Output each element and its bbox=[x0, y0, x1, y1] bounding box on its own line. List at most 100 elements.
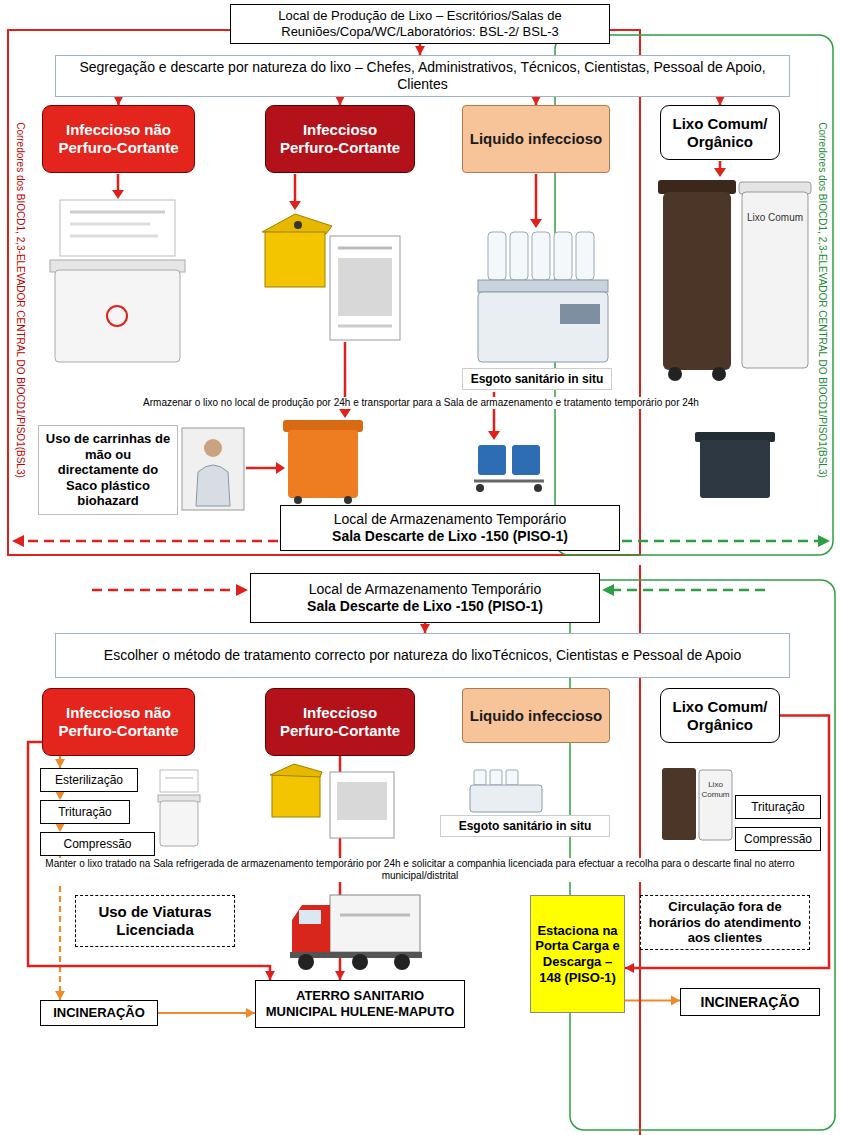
box-text: Infeccioso Perfuro-Cortante bbox=[272, 121, 408, 157]
image-arrow-part bbox=[117, 174, 120, 192]
infectious-bin-picture-part bbox=[70, 223, 150, 226]
instruction-note: Manter o lixo tratado na Sala refrigerad… bbox=[40, 858, 800, 882]
sewer-box: Esgoto sanitário in situ bbox=[462, 368, 612, 390]
instruction-sheet-picture-part bbox=[330, 236, 400, 340]
treatment-step-box: Esterilização bbox=[40, 768, 138, 792]
biohazard-container-picture-part bbox=[294, 496, 302, 504]
arrow-head bbox=[55, 791, 65, 800]
infectious-bin-picture-part bbox=[107, 306, 127, 326]
box-text: Trituração bbox=[751, 800, 805, 814]
landfill-box: ATERRO SANITARIO MUNICIPAL HULENE-MAPUTO bbox=[255, 980, 465, 1028]
flow-connector bbox=[531, 96, 541, 105]
instruction-sheet-picture-part bbox=[338, 247, 392, 250]
dashed-route-arrow-part bbox=[602, 584, 614, 596]
image-arrow-part bbox=[535, 174, 538, 221]
protective-clothing-photo-part bbox=[204, 439, 222, 457]
corridor-label: Corredores dos BIOCD1, 2,3-ELEVADOR CENT… bbox=[14, 70, 26, 530]
box-text: Estaciona na Porta Carga e Descarga – 14… bbox=[535, 923, 620, 985]
liquid-processor-picture-part bbox=[478, 280, 608, 292]
arrow-head bbox=[671, 996, 680, 1006]
sharps-container-picture-part bbox=[262, 214, 332, 234]
waste-category-box: Infeccioso Perfuro-Cortante bbox=[265, 688, 415, 756]
connector-line bbox=[625, 716, 829, 969]
truck-picture-part bbox=[298, 954, 314, 970]
container-bin-picture-part bbox=[700, 440, 770, 498]
box-text: Lixo Comum/ Orgânico bbox=[667, 698, 773, 734]
box-text: Lixo Comum/ Orgânico bbox=[667, 115, 773, 151]
box-text: INCINERAÇÃO bbox=[53, 1005, 145, 1021]
box-text: Infeccioso Perfuro-Cortante bbox=[272, 704, 408, 740]
bucket-trolley-picture-part bbox=[512, 445, 540, 475]
arrow-head bbox=[55, 759, 65, 768]
box-text: ATERRO SANITARIO MUNICIPAL HULENE-MAPUTO bbox=[261, 988, 459, 1019]
truck-picture-part bbox=[292, 905, 330, 955]
transport-box: Uso de carrinhas de mão ou directamente … bbox=[38, 425, 178, 515]
arrow-head bbox=[114, 96, 124, 105]
box-text: Esgoto sanitário in situ bbox=[471, 372, 604, 386]
biohazard-container-picture-part bbox=[344, 496, 352, 504]
treatment-step-box: Trituração bbox=[40, 800, 130, 824]
storage-room-box: Local de Armazenamento TemporárioSala De… bbox=[280, 505, 620, 551]
common-bin-picture-part bbox=[712, 367, 726, 381]
infectious-bin-picture-part bbox=[70, 235, 158, 238]
instruction-sheet-picture-part bbox=[330, 772, 394, 838]
region-outline-part bbox=[8, 30, 640, 555]
box-text: Local de Armazenamento Temporário bbox=[309, 581, 541, 598]
infectious-bin-picture-part bbox=[55, 270, 180, 362]
box-text: Uso de carrinhas de mão ou directamente … bbox=[44, 431, 172, 509]
box-text: Esterilização bbox=[55, 773, 123, 787]
box-text: Sala Descarte de Lixo -150 (PISO-1) bbox=[307, 598, 543, 615]
box-text: Uso de Viaturas Licenciada bbox=[81, 903, 229, 939]
arrow-head bbox=[265, 971, 275, 980]
image-arrow-part bbox=[246, 467, 278, 470]
liquid-processor-picture-part bbox=[470, 785, 542, 812]
step-band: Escolher o método de tratamento correcto… bbox=[55, 633, 790, 678]
box-text: Trituração bbox=[58, 805, 112, 819]
common-bin-picture-part bbox=[663, 192, 731, 370]
truck-picture bbox=[290, 895, 422, 970]
infectious-bin-picture-part bbox=[165, 777, 193, 779]
waste-category-box: Liquido infeccioso bbox=[462, 688, 610, 743]
arrow-head bbox=[335, 971, 345, 980]
bin-label: Lixo Comum bbox=[698, 780, 733, 799]
step-band: Segregação e descarte por natureza do li… bbox=[55, 55, 790, 97]
common-bin-picture-part bbox=[662, 768, 696, 840]
image-arrow-part bbox=[488, 431, 500, 440]
infectious-bin-picture-part bbox=[70, 211, 165, 214]
flow-connector bbox=[114, 96, 124, 105]
image-arrow bbox=[112, 161, 726, 474]
common-bin-picture-part bbox=[699, 770, 732, 840]
box-text: Local de Produção de Lixo – Escritórios/… bbox=[236, 8, 604, 39]
sewer-box: Esgoto sanitário in situ bbox=[440, 815, 610, 837]
dashed-route-arrow-part bbox=[818, 535, 830, 547]
waste-category-box: Infeccioso não Perfuro-Cortante bbox=[42, 688, 195, 756]
box-text: Circulação fora de horários do atendimen… bbox=[646, 899, 804, 946]
truck-picture-part bbox=[394, 954, 410, 970]
box-text: Esgoto sanitário in situ bbox=[459, 819, 592, 833]
liquid-processor-picture-part bbox=[560, 304, 600, 324]
bucket-trolley-picture bbox=[474, 445, 544, 492]
sharps-container-picture-part bbox=[272, 775, 320, 817]
box-text: Liquido infeccioso bbox=[470, 707, 603, 725]
treatment-step-box: Trituração bbox=[735, 795, 821, 819]
box-text: Sala Descarte de Lixo -150 (PISO-1) bbox=[332, 528, 568, 545]
protective-clothing-photo-part bbox=[196, 465, 230, 506]
image-arrow-part bbox=[530, 219, 542, 228]
image-arrow-part bbox=[714, 168, 726, 177]
box-text: Infeccioso não Perfuro-Cortante bbox=[49, 704, 188, 740]
arrow-head bbox=[420, 624, 430, 633]
instruction-note: Armazenar o lixo no local de produção po… bbox=[62, 397, 780, 409]
image-arrow-part bbox=[294, 174, 297, 203]
common-bin-picture-part bbox=[658, 180, 736, 194]
bucket-trolley-picture-part bbox=[476, 484, 484, 492]
dashed-route-arrow-part bbox=[612, 589, 765, 592]
box-text: Compressão bbox=[744, 832, 812, 846]
bucket-trolley-picture-part bbox=[478, 445, 506, 475]
corridor-label: Corredores dos BIOCD1, 2,3-ELEVADOR CENT… bbox=[816, 70, 828, 530]
dashed-route-arrow-part bbox=[22, 540, 278, 543]
flow-connector bbox=[415, 44, 425, 55]
truck-picture-part bbox=[352, 954, 368, 970]
common-bin-picture-part bbox=[668, 367, 682, 381]
liquid-processor-picture-part bbox=[478, 292, 608, 362]
sharps-container-picture-part bbox=[270, 764, 322, 777]
